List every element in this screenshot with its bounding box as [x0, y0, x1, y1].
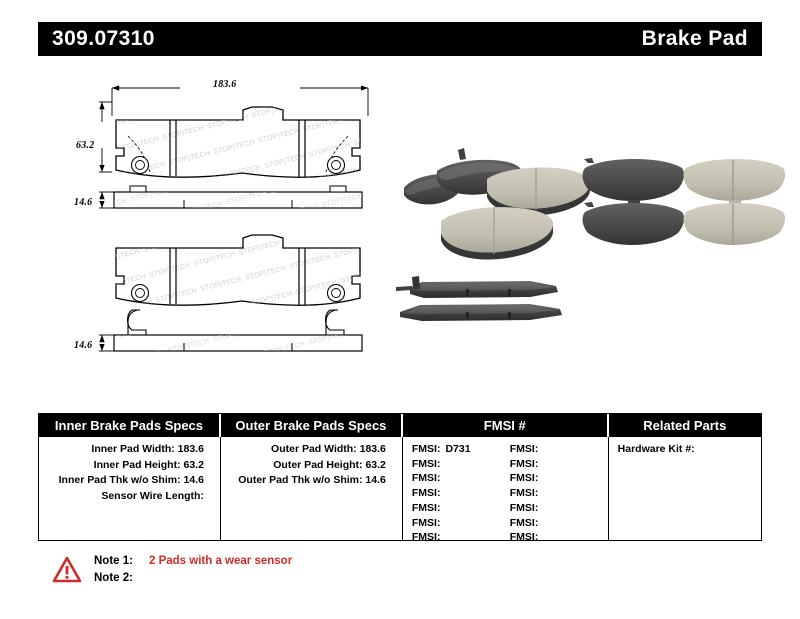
lower-pad-drawing [115, 234, 361, 306]
table-header-related: Related Parts [608, 414, 761, 437]
note-2-row: Note 2: [94, 570, 292, 587]
spec-row: Outer Pad Height: 63.2 [273, 458, 386, 471]
fmsi-row: FMSI: [510, 501, 608, 516]
table-header-outer: Outer Brake Pads Specs [220, 414, 403, 437]
fmsi-row: FMSI: [412, 471, 510, 486]
notes-section: Note 1: 2 Pads with a wear sensor Note 2: [52, 552, 552, 587]
dim-label-height: 63.2 [76, 140, 95, 151]
fmsi-label: FMSI: [411, 516, 441, 529]
fmsi-label: FMSI: [411, 531, 441, 544]
fmsi-row: FMSI: [510, 471, 608, 486]
fmsi-label: FMSI: [509, 487, 539, 500]
dim-label-thickness-bottom: 14.6 [74, 340, 93, 351]
fmsi-row: FMSI: [412, 516, 510, 531]
fmsi-row: FMSI: [412, 501, 510, 516]
fmsi-label: FMSI: [411, 472, 441, 485]
fmsi-row: FMSI: [510, 516, 608, 531]
photo-pads-edge [396, 276, 562, 321]
fmsi-column: FMSI: D731 FMSI: FMSI: FMSI: FMSI: FMSI: … [403, 437, 609, 543]
note-1-text: 2 Pads with a wear sensor [149, 555, 293, 567]
fmsi-row: FMSI: [412, 457, 510, 472]
table-header-row: Inner Brake Pads Specs Outer Brake Pads … [39, 414, 761, 437]
fmsi-value: D731 [445, 443, 471, 455]
fmsi-label: FMSI: [509, 501, 539, 514]
fmsi-label: FMSI: [509, 457, 539, 470]
spec-row: Outer Pad Thk w/o Shim: 14.6 [238, 474, 386, 486]
upper-pad-side-view [99, 185, 363, 209]
warning-icon [52, 556, 82, 583]
spec-row: Inner Pad Height: 63.2 [93, 458, 204, 471]
related-parts-column: Hardware Kit #: [609, 437, 761, 540]
upper-pad-drawing [99, 85, 369, 178]
header-bar: 309.07310 Brake Pad [38, 22, 762, 56]
fmsi-label: FMSI: [509, 516, 539, 529]
fmsi-sub-right: FMSI: FMSI: FMSI: FMSI: FMSI: FMSI: FMSI… [510, 442, 608, 545]
spec-row: Inner Pad Width: 183.6 [91, 443, 204, 455]
table-header-inner: Inner Brake Pads Specs [39, 414, 221, 437]
spec-row: Sensor Wire Length: [101, 489, 204, 502]
fmsi-row: FMSI: D731 [412, 442, 510, 457]
fmsi-label: FMSI: [411, 443, 441, 455]
table-header-fmsi: FMSI # [402, 414, 609, 437]
fmsi-row: FMSI: [510, 486, 608, 501]
fmsi-label: FMSI: [411, 487, 441, 500]
table-body: Inner Pad Width: 183.6 Inner Pad Height:… [39, 437, 761, 543]
spec-table: Inner Brake Pads Specs Outer Brake Pads … [38, 413, 762, 543]
inner-specs-column: Inner Pad Width: 183.6 Inner Pad Height:… [39, 437, 221, 540]
fmsi-row: FMSI: [510, 457, 608, 472]
photo-pads-topdown [582, 158, 786, 245]
related-part-row: Hardware Kit #: [617, 443, 695, 455]
fmsi-row: FMSI: [412, 486, 510, 501]
dim-label-thickness-top: 14.6 [74, 197, 93, 208]
spec-row: Inner Pad Thk w/o Shim: 14.6 [58, 474, 204, 486]
part-number: 309.07310 [52, 27, 155, 50]
note-1-row: Note 1: 2 Pads with a wear sensor [94, 553, 292, 570]
outer-specs-column: Outer Pad Width: 183.6 Outer Pad Height:… [221, 437, 403, 540]
product-type: Brake Pad [641, 27, 748, 50]
dim-label-width: 183.6 [213, 79, 237, 90]
fmsi-sub-left: FMSI: D731 FMSI: FMSI: FMSI: FMSI: FMSI: … [412, 442, 510, 545]
technical-drawings-svg: STOP)TECH [99, 85, 786, 352]
lower-pad-side-view [99, 309, 363, 352]
fmsi-label: FMSI: [509, 443, 539, 455]
drawing-area: STOP)TECH [0, 60, 800, 400]
fmsi-row: FMSI: [510, 442, 608, 457]
note-1-label: Note 1: [94, 555, 133, 567]
note-2-label: Note 2: [94, 572, 133, 584]
fmsi-label: FMSI: [509, 472, 539, 485]
fmsi-row: FMSI: [412, 530, 510, 545]
fmsi-label: FMSI: [411, 457, 441, 470]
fmsi-label: FMSI: [411, 501, 441, 514]
spec-row: Outer Pad Width: 183.6 [271, 443, 386, 455]
photo-pads-angled [404, 148, 590, 260]
fmsi-label: FMSI: [509, 531, 539, 544]
fmsi-row: FMSI: [510, 530, 608, 545]
note-lines: Note 1: 2 Pads with a wear sensor Note 2: [94, 552, 292, 587]
